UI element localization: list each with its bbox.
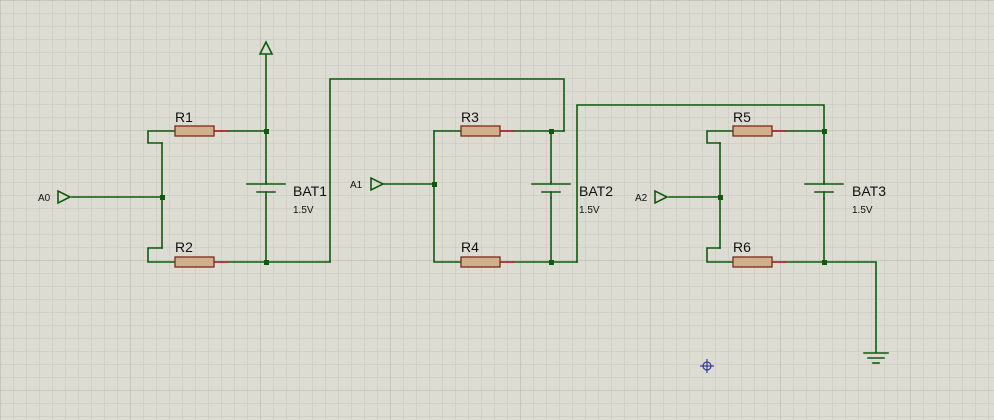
r1-label: R1: [175, 109, 193, 125]
bat2-value: 1.5V: [579, 205, 600, 216]
resistor-r1[interactable]: R1: [174, 109, 215, 137]
resistor-r5[interactable]: R5: [732, 109, 773, 137]
bat2-label: BAT2: [579, 183, 613, 199]
a0-label: A0: [38, 193, 51, 204]
battery-bat1[interactable]: BAT1 1.5V: [246, 181, 327, 216]
r3-label: R3: [461, 109, 479, 125]
power-terminal-icon[interactable]: [258, 40, 274, 55]
a2-label: A2: [635, 193, 648, 204]
circuit-3: [668, 130, 877, 353]
terminal-a2[interactable]: A2: [635, 189, 669, 205]
resistor-r2[interactable]: R2: [174, 239, 215, 268]
terminal-a1[interactable]: A1: [350, 176, 385, 192]
bat3-label: BAT3: [852, 183, 886, 199]
r6-label: R6: [733, 239, 751, 255]
terminal-a0[interactable]: A0: [38, 189, 72, 205]
bat1-label: BAT1: [293, 183, 327, 199]
battery-bat3[interactable]: BAT3 1.5V: [804, 181, 886, 216]
bat3-value: 1.5V: [852, 205, 873, 216]
r2-label: R2: [175, 239, 193, 255]
resistor-r6[interactable]: R6: [732, 239, 773, 268]
junction-dots: [160, 129, 827, 265]
bat1-value: 1.5V: [293, 205, 314, 216]
a1-label: A1: [350, 180, 363, 191]
ground-icon[interactable]: [863, 352, 889, 364]
circuit-2: [383, 104, 825, 263]
cursor-crosshair-icon: [700, 359, 714, 373]
r4-label: R4: [461, 239, 479, 255]
resistor-r3[interactable]: R3: [460, 109, 501, 137]
resistor-r4[interactable]: R4: [460, 239, 501, 268]
r5-label: R5: [733, 109, 751, 125]
battery-bat2[interactable]: BAT2 1.5V: [531, 181, 613, 216]
